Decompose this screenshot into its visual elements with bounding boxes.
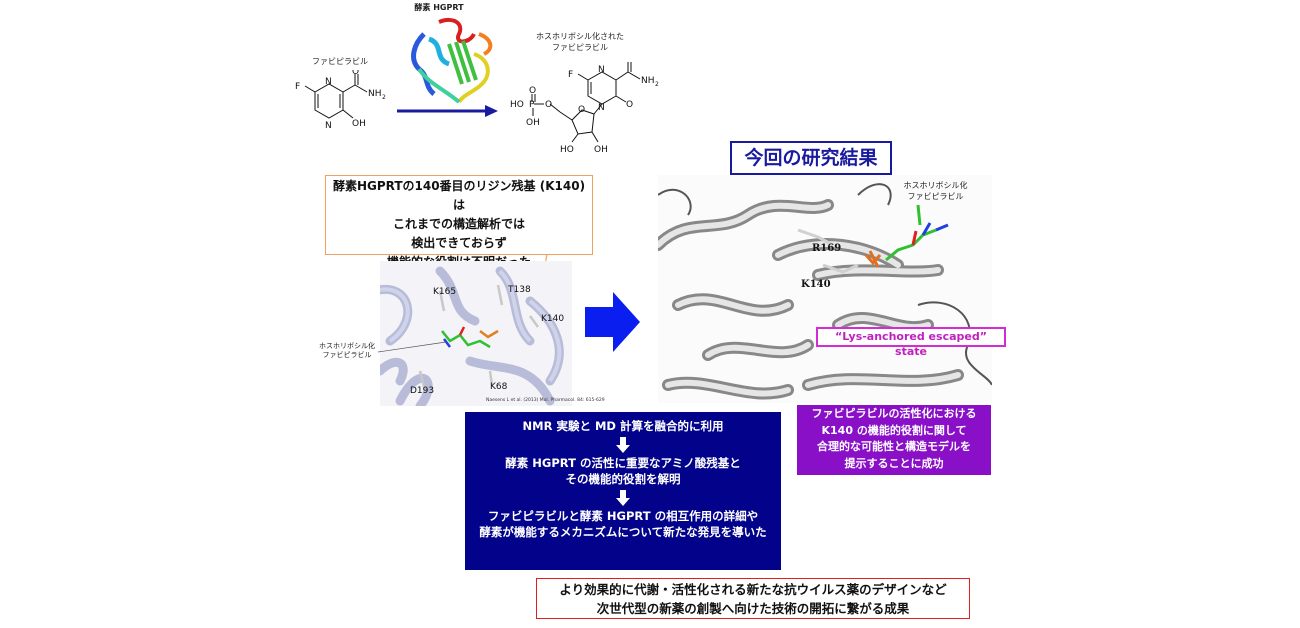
p-atom-oh-bottom-p: OH [526,118,540,128]
substrate-label: ファビピラビル [312,57,368,66]
p-atom-nh2-sub: 2 [655,81,659,88]
residue-d193: D193 [410,386,435,396]
p-atom-nh2: NH [641,76,655,86]
product-structure: F N N O NH 2 O O O P O HO OH HO OH [510,62,659,154]
atom-n-bottom: N [325,121,332,131]
atom-oh: OH [352,119,366,129]
atom-f: F [295,82,300,92]
p-atom-p: P [529,100,535,110]
result-ligand-label: ホスホリボシル化 ファビピラビル [903,181,968,201]
atom-nh2: NH [368,89,382,99]
p-atom-ho-sugar: HO [560,145,574,154]
down-arrow-icon [465,487,781,508]
hgprt-ribbon-image [411,17,493,104]
p-atom-o-keto: O [626,100,633,110]
residue-t138: T138 [508,285,531,295]
result-structure-image [658,175,992,403]
p-atom-ho-left: HO [510,100,524,110]
conclusion-line-2: 次世代型の新薬の創製へ向けた技術の開拓に繋がる成果 [596,601,910,616]
method-line-1: NMR 実験と MD 計算を融合的に利用 [522,419,724,433]
down-arrow-icon [465,434,781,455]
atom-n-top: N [325,77,332,87]
residue-k165: K165 [433,287,457,297]
result-title: 今回の研究結果 [730,141,892,175]
product-label: ホスホリボシル化された ファビピラビル [536,32,624,52]
ligand-pointer-line [378,341,447,353]
method-box: NMR 実験と MD 計算を融合的に利用 酵素 HGPRT の活性に重要なアミノ… [465,412,781,570]
p-atom-o-link: O [545,100,552,110]
conclusion-line-1: より効果的に代謝・活性化される新たな抗ウイルス薬のデザインなど [559,582,947,597]
p-atom-n-ring: N [598,103,605,113]
favipiravir-structure: F N N O NH 2 OH [295,70,386,131]
residue-k140-prev: K140 [541,314,565,324]
success-box: ファビピラビルの活性化における K140 の機能的役割に関して 合理的な可能性と… [797,405,991,475]
residue-r169: R169 [812,243,842,254]
previous-note-box: 酵素HGPRTの140番目のリジン残基 (K140) は これまでの構造解析では… [325,175,593,269]
p-atom-n-top: N [598,65,605,75]
p-atom-oh-sugar: OH [594,145,608,154]
citation: Naesens L et al. (2013) Mol. Pharmacol. … [486,398,605,403]
residue-k68: K68 [490,382,508,392]
p-atom-o-carbonyl: O [625,62,632,65]
method-line-2: 酵素 HGPRT の活性に重要なアミノ酸残基と [505,456,741,470]
p-atom-f: F [568,70,573,80]
state-label: “Lys-anchored escaped” state [816,327,1006,358]
method-line-3: その機能的役割を解明 [565,472,681,486]
atom-o: O [352,70,359,77]
reaction-arrow [397,105,498,117]
residue-k140-result: K140 [801,279,831,290]
p-atom-o-ring: O [578,105,585,115]
atom-nh2-sub: 2 [382,94,386,101]
previous-ligand-label: ホスホリボシル化 ファビピラビル [319,342,375,359]
previous-structure-image [380,261,572,406]
method-line-4: ファビピラビルと酵素 HGPRT の相互作用の詳細や [487,509,759,523]
method-line-5: 酵素が機能するメカニズムについて新たな発見を導いた [479,525,767,539]
enzyme-label: 酵素 HGPRT [414,3,464,12]
big-arrow [585,292,640,352]
conclusion-box: より効果的に代謝・活性化される新たな抗ウイルス薬のデザインなど 次世代型の新薬の… [536,578,970,619]
p-atom-o-p: O [529,86,536,96]
